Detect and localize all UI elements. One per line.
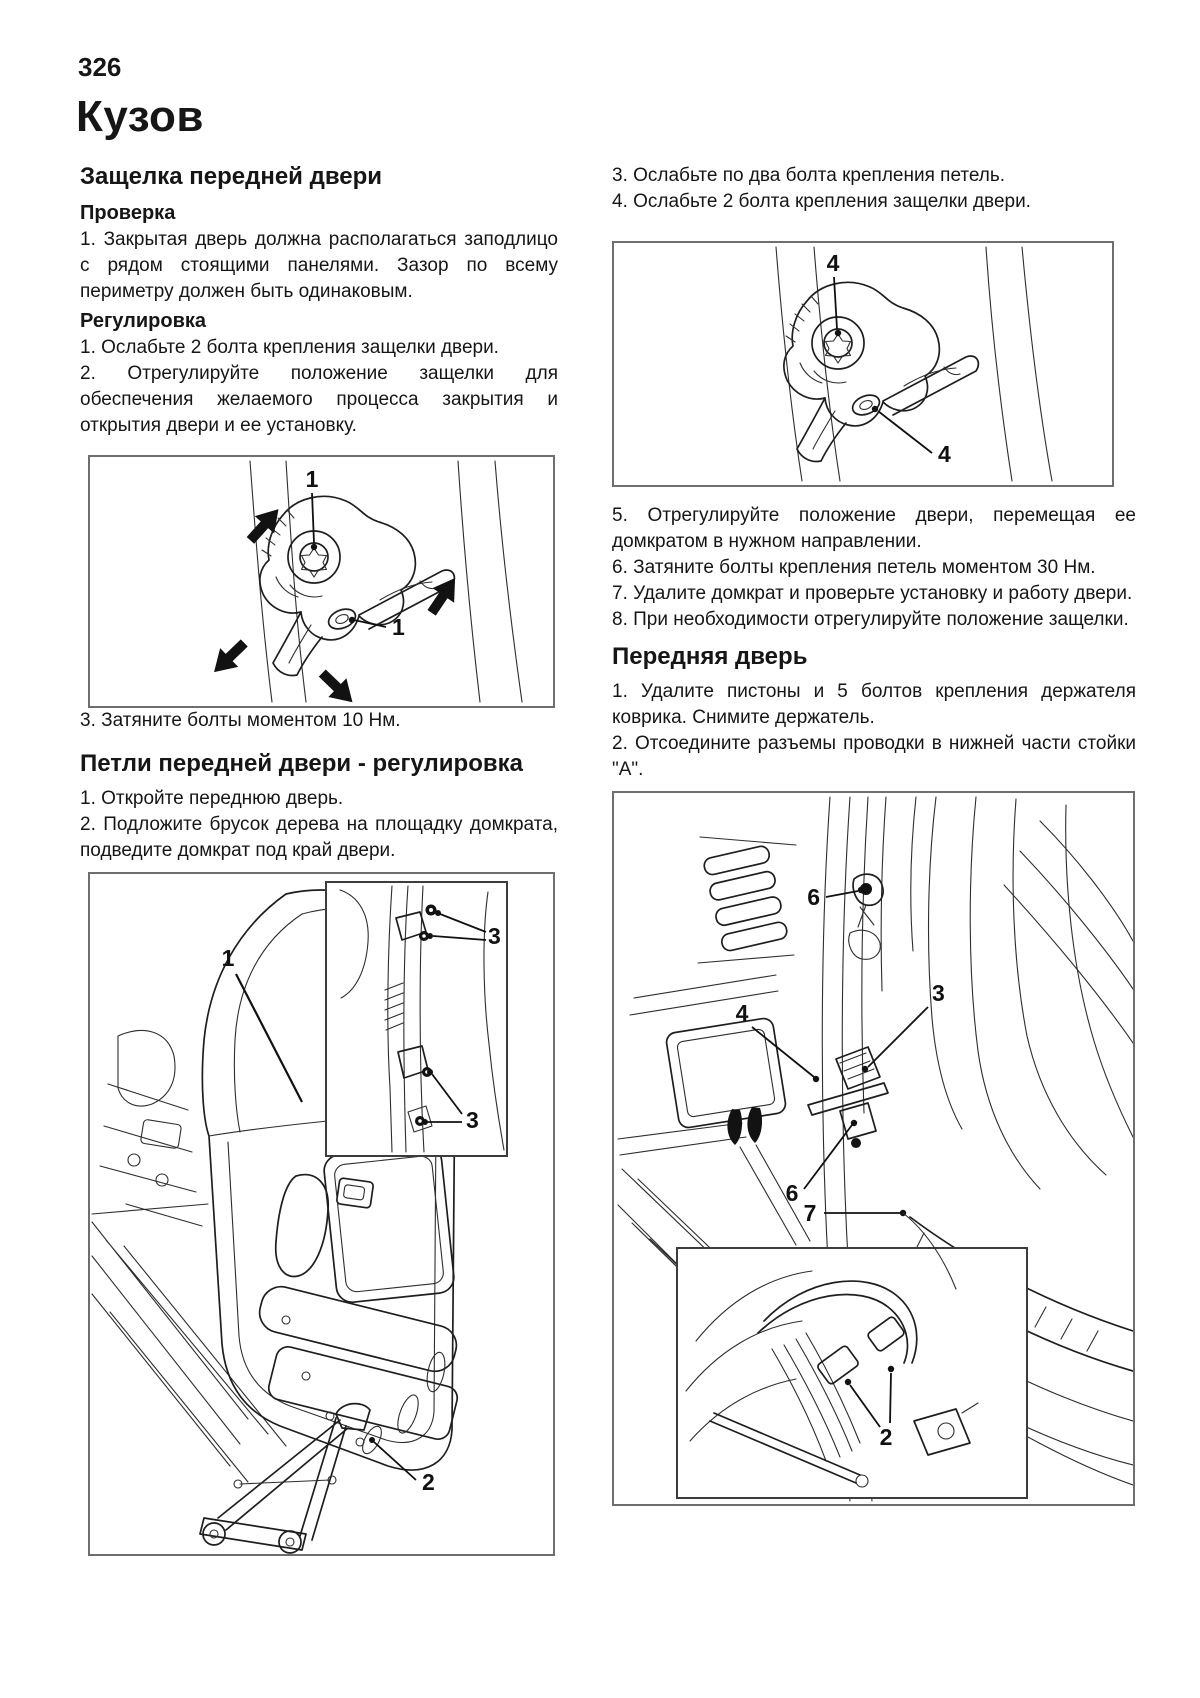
latch-bolts-drawing: 4 4 (775, 246, 1053, 482)
wiring-inset (676, 1247, 1028, 1499)
figure-latch-adjust: 1 1 (88, 455, 555, 708)
callout-6-top: 6 (807, 884, 820, 910)
figure-door-on-jack: 1 3 3 2 (88, 872, 555, 1556)
adjust-direction-arrows (214, 509, 456, 703)
page-title: Кузов (76, 92, 204, 141)
step-item: 6. Затяните болты крепления петель момен… (612, 557, 1096, 578)
step-item: 5. Отрегулируйте положение двери, переме… (612, 505, 1136, 552)
jack-drawing (199, 1402, 371, 1554)
hinge-parts (807, 873, 889, 1148)
door-aperture-lines (910, 796, 1133, 1190)
trim-clips (727, 1107, 811, 1246)
latch-adjust-drawing: 1 1 (214, 460, 523, 703)
paragraph: 1. Закрытая дверь должна располагаться з… (80, 229, 558, 302)
callout-4a: 4 (827, 250, 840, 276)
left-column: Защелка передней двери Проверка 1. Закры… (80, 163, 558, 1556)
callout-door: 1 (222, 945, 235, 971)
callouts: 6 4 3 6 7 2 (736, 884, 957, 1450)
hinge-inset (325, 881, 508, 1157)
step-item: 1. Ослабьте 2 болта крепления защелки дв… (80, 337, 499, 358)
step-item: 8. При необходимости отрегулируйте полож… (612, 609, 1129, 630)
subheading-adjustment: Регулировка (80, 310, 207, 332)
section-heading-front-door-latch: Защелка передней двери (80, 163, 383, 190)
callout-hinge-bolts-bottom: 3 (466, 1107, 479, 1133)
subheading-check: Проверка (80, 202, 176, 224)
body-side-clutter (91, 1029, 287, 1483)
door-latch-striker-drawing (259, 495, 456, 677)
callout-jack: 2 (422, 1469, 435, 1495)
door-gap-lines (249, 460, 523, 703)
right-column: 3. Ослабьте по два болта крепления петел… (612, 163, 1136, 1506)
step-item: 2. Подложите брусок дерева на площадку д… (80, 814, 558, 861)
callout-3: 3 (932, 980, 945, 1006)
callout-1a: 1 (306, 466, 319, 492)
step-item: 4. Ослабьте 2 болта крепления защелки дв… (612, 191, 1031, 212)
step-item: 2. Отрегулируйте положение защелки для о… (80, 363, 558, 436)
callouts: 4 4 (827, 250, 951, 467)
door-gap-lines (775, 246, 1053, 482)
step-item: 1. Откройте переднюю дверь. (80, 788, 344, 809)
callout-4b: 4 (938, 441, 951, 467)
door-latch-striker-drawing (783, 281, 980, 463)
step-item: 7. Удалите домкрат и проверьте установку… (612, 583, 1133, 604)
step-item: 3. Ослабьте по два болта крепления петел… (612, 165, 1006, 186)
step-item: 2. Отсоедините разъемы проводки в нижней… (612, 733, 1136, 780)
door-on-jack-drawing: 1 3 3 2 (91, 881, 508, 1554)
callouts: 1 1 (306, 466, 405, 640)
callouts: 1 3 3 2 (222, 910, 501, 1495)
step-item: 3. Затяните болты моментом 10 Нм. (80, 710, 401, 731)
figure-latch-bolts: 4 4 (612, 241, 1114, 487)
page-number: 326 (78, 52, 122, 82)
callout-hinge-bolts-top: 3 (488, 923, 501, 949)
callout-6-bottom: 6 (786, 1180, 799, 1206)
callout-7: 7 (804, 1200, 817, 1226)
callout-1b: 1 (392, 614, 405, 640)
section-heading-front-door: Передняя дверь (612, 643, 808, 670)
callout-4: 4 (736, 1000, 749, 1026)
section-heading-front-door-hinges: Петли передней двери - регулировка (80, 750, 523, 777)
a-pillar-drawing: 6 4 3 6 7 2 (617, 796, 1133, 1502)
figure-a-pillar-wiring: 6 4 3 6 7 2 (612, 791, 1135, 1506)
callout-2-connectors: 2 (880, 1424, 893, 1450)
step-item: 1. Удалите пистоны и 5 болтов крепления … (612, 681, 1136, 728)
